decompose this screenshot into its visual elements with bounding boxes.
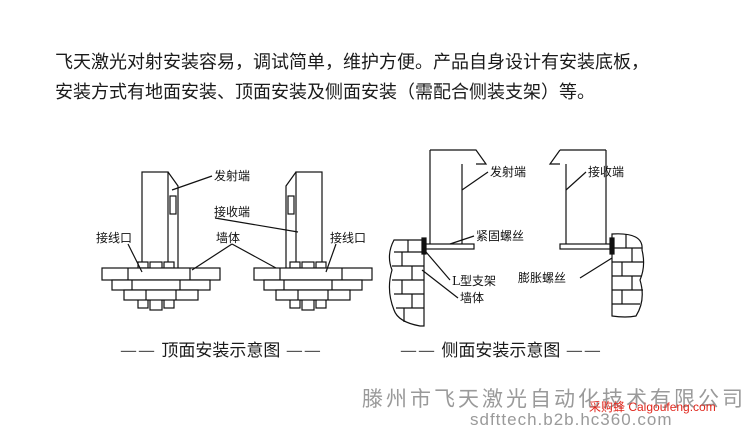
- caption-top-mount: —— 顶面安装示意图 ——: [120, 341, 322, 361]
- label-side-fastening-screw: 紧固螺丝: [476, 229, 524, 243]
- right-wall-stack: [253, 267, 373, 301]
- label-top-wall: 墙体: [216, 231, 240, 245]
- right-brick-wall: [611, 233, 645, 318]
- label-side-emitter: 发射端: [490, 164, 526, 179]
- receiver-body: [295, 171, 323, 271]
- left-wall-stack: [101, 267, 221, 301]
- watermark-company: 滕州市飞天激光自动化技术有限公司: [362, 387, 746, 411]
- top-mount-diagram: [101, 171, 373, 311]
- installation-diagram: 发射端 接收端 接线口 墙体 接线口: [96, 149, 645, 327]
- label-side-wall: 墙体: [460, 291, 484, 305]
- intro-text: 飞天激光对射安装容易，调试简单，维护方便。产品自身设计有安装底板， 安装方式有地…: [55, 48, 735, 108]
- caption-side-mount-text: 侧面安装示意图: [441, 341, 561, 361]
- label-top-wiring-right: 接线口: [330, 230, 366, 245]
- emitter-body: [141, 171, 169, 271]
- label-side-expansion-screw: 膨胀螺丝: [518, 271, 566, 285]
- watermark-site: 采购蜂 Caigoufeng.com: [589, 400, 716, 414]
- intro-line-1: 飞天激光对射安装容易，调试简单，维护方便。产品自身设计有安装底板，: [55, 52, 649, 73]
- side-mount-diagram: [388, 149, 645, 327]
- label-top-receiver: 接收端: [214, 204, 250, 219]
- watermark-url: sdfttech.b2b.hc360.com: [470, 410, 673, 429]
- left-l-bracket: [423, 243, 475, 250]
- right-l-bracket: [559, 243, 613, 250]
- label-side-l-bracket: L型支架: [452, 274, 496, 288]
- intro-line-2: 安装方式有地面安装、顶面安装及侧面安装（需配合侧装支架）等。: [55, 82, 595, 103]
- label-side-receiver: 接收端: [588, 164, 624, 179]
- label-top-emitter: 发射端: [214, 168, 250, 183]
- label-top-wiring-left: 接线口: [96, 230, 132, 245]
- caption-top-mount-text: 顶面安装示意图: [161, 341, 281, 361]
- caption-side-mount: —— 侧面安装示意图 ——: [400, 341, 602, 361]
- left-brick-wall: [388, 239, 425, 327]
